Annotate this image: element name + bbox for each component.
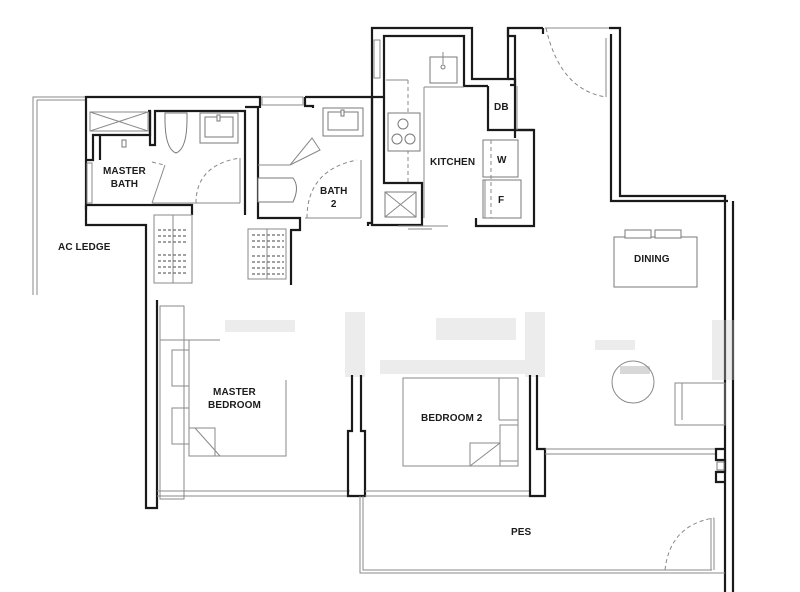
wardrobe-hatch-right bbox=[247, 228, 293, 285]
living-lower-walls bbox=[545, 360, 727, 484]
room-label-ac-ledge: AC LEDGE bbox=[58, 242, 111, 253]
wardrobe-hatch-left bbox=[153, 214, 193, 284]
pes-outline bbox=[359, 496, 725, 574]
room-label-bath-2: BATH 2 bbox=[320, 186, 348, 210]
bath-2-walls bbox=[245, 95, 374, 232]
living-dining-walls bbox=[541, 26, 735, 592]
master-bath-walls bbox=[84, 95, 262, 300]
room-label-kitchen: KITCHEN bbox=[430, 157, 476, 168]
room-label-master-bath: MASTER BATH bbox=[103, 166, 146, 190]
master-bedroom-walls bbox=[144, 300, 367, 510]
bedroom-2-walls bbox=[365, 375, 547, 498]
blurred-living-area bbox=[225, 312, 734, 380]
room-label-master-bedroom: MASTER BEDROOM bbox=[208, 387, 261, 411]
kitchen-walls bbox=[370, 26, 543, 230]
room-label-washer: W bbox=[497, 155, 507, 166]
room-label-dining: DINING bbox=[634, 254, 670, 265]
room-label-bedroom-2: BEDROOM 2 bbox=[421, 413, 483, 424]
room-label-db: DB bbox=[494, 102, 509, 113]
room-label-pes: PES bbox=[511, 527, 532, 538]
ac-ledge-outline bbox=[32, 96, 86, 295]
room-label-fridge: F bbox=[498, 195, 505, 206]
